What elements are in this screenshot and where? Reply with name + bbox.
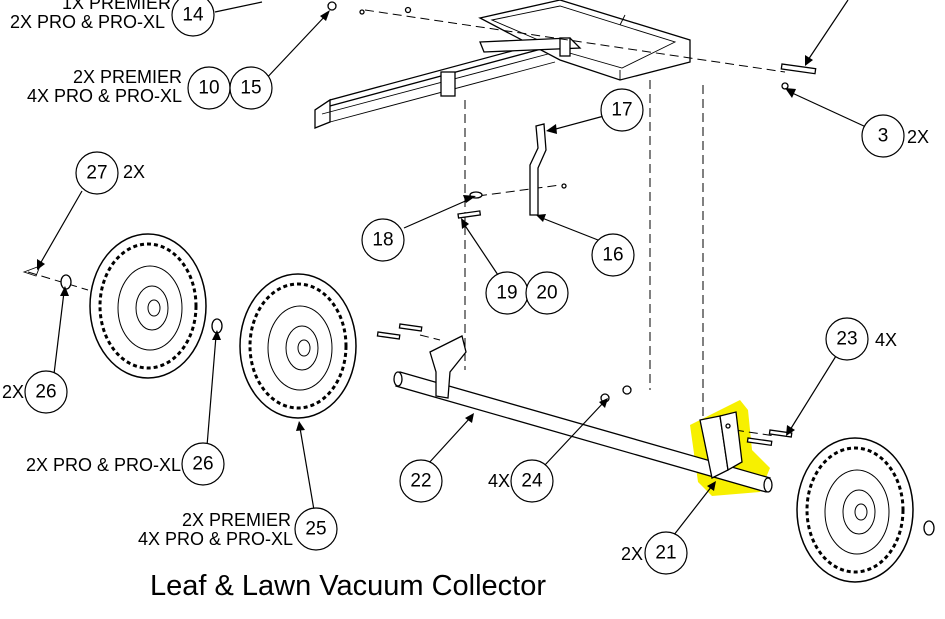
- svg-text:17: 17: [611, 100, 632, 121]
- assembly-line: [27, 271, 89, 291]
- callout-15: 15: [229, 66, 273, 110]
- qty-label-26-left: 2X: [2, 382, 25, 402]
- axle-part-22: [393, 335, 773, 493]
- callout-18: 18: [361, 218, 405, 262]
- assembly-line: [477, 184, 561, 197]
- svg-text:20: 20: [536, 283, 557, 304]
- callout-3: 3: [861, 114, 905, 158]
- bracket-part-17: [529, 123, 567, 216]
- callout-20: 20: [525, 271, 569, 315]
- qty-label-26-mid: 2X PRO & PRO-XL: [25, 455, 181, 475]
- svg-text:27: 27: [86, 163, 107, 184]
- callout-21: 21: [644, 531, 688, 575]
- qty-label-14-line2: 2X PRO & PRO-XL: [9, 12, 165, 32]
- bolt-part-19: [457, 210, 482, 219]
- callout-27: 27: [75, 151, 119, 195]
- svg-text:16: 16: [602, 245, 623, 266]
- callout-22: 22: [399, 459, 443, 503]
- diagram-title: Leaf & Lawn Vacuum Collector: [150, 570, 547, 602]
- svg-text:10: 10: [198, 78, 219, 99]
- assembly-line: [734, 429, 776, 437]
- callout-10: 10: [187, 66, 231, 110]
- qty-label-25-line2: 4X PRO & PRO-XL: [137, 529, 293, 549]
- qty-label-21: 2X: [620, 544, 643, 564]
- qty-label-24: 4X: [487, 471, 510, 491]
- qty-label-25-line1: 2X PREMIER: [181, 510, 291, 530]
- callout-24: 24: [510, 459, 554, 503]
- callout-26-mid: 26: [181, 442, 225, 486]
- wheel-part-25-left: [89, 233, 207, 379]
- assembly-line: [419, 334, 441, 341]
- qty-label-10-line1: 2X PREMIER: [72, 67, 182, 87]
- svg-text:23: 23: [836, 329, 857, 350]
- svg-text:15: 15: [240, 78, 261, 99]
- svg-text:3: 3: [878, 126, 889, 147]
- svg-text:26: 26: [35, 382, 56, 403]
- callout-19: 19: [485, 271, 529, 315]
- washer-part-26-right: [923, 520, 935, 536]
- callout-17: 17: [600, 88, 644, 132]
- callout-26-left: 26: [24, 370, 68, 414]
- wheel-part-25-right: [796, 437, 914, 583]
- assembly-line: [364, 9, 786, 73]
- qty-label-23: 4X: [875, 330, 898, 350]
- svg-text:25: 25: [305, 519, 326, 540]
- qty-label-27: 2X: [123, 162, 146, 182]
- svg-text:24: 24: [521, 471, 543, 492]
- svg-text:18: 18: [372, 230, 393, 251]
- pin-part-3: [780, 63, 817, 90]
- svg-text:26: 26: [192, 454, 213, 475]
- qty-label-3: 2X: [907, 127, 930, 147]
- callout-16: 16: [591, 233, 635, 277]
- svg-text:21: 21: [655, 543, 676, 564]
- qty-label-14-line1: 1X PREMIER: [61, 0, 171, 13]
- bolt-set-left: [376, 323, 423, 340]
- svg-text:19: 19: [496, 283, 517, 304]
- qty-label-10-line2: 4X PRO & PRO-XL: [26, 86, 182, 106]
- bolt-part-23: [746, 429, 793, 447]
- cotter-pin-part-27: [22, 265, 41, 277]
- callout-25: 25: [294, 507, 338, 551]
- callout-14: 14: [171, 0, 215, 37]
- bracket-part-21: [699, 411, 743, 479]
- svg-text:22: 22: [410, 471, 431, 492]
- washer-part-26-left: [60, 274, 72, 290]
- tow-frame: [314, 0, 691, 129]
- svg-text:14: 14: [182, 5, 204, 26]
- leader-lines: [37, 0, 867, 541]
- callout-23: 23: [825, 317, 869, 361]
- wheel-part-25-mid: [239, 273, 357, 419]
